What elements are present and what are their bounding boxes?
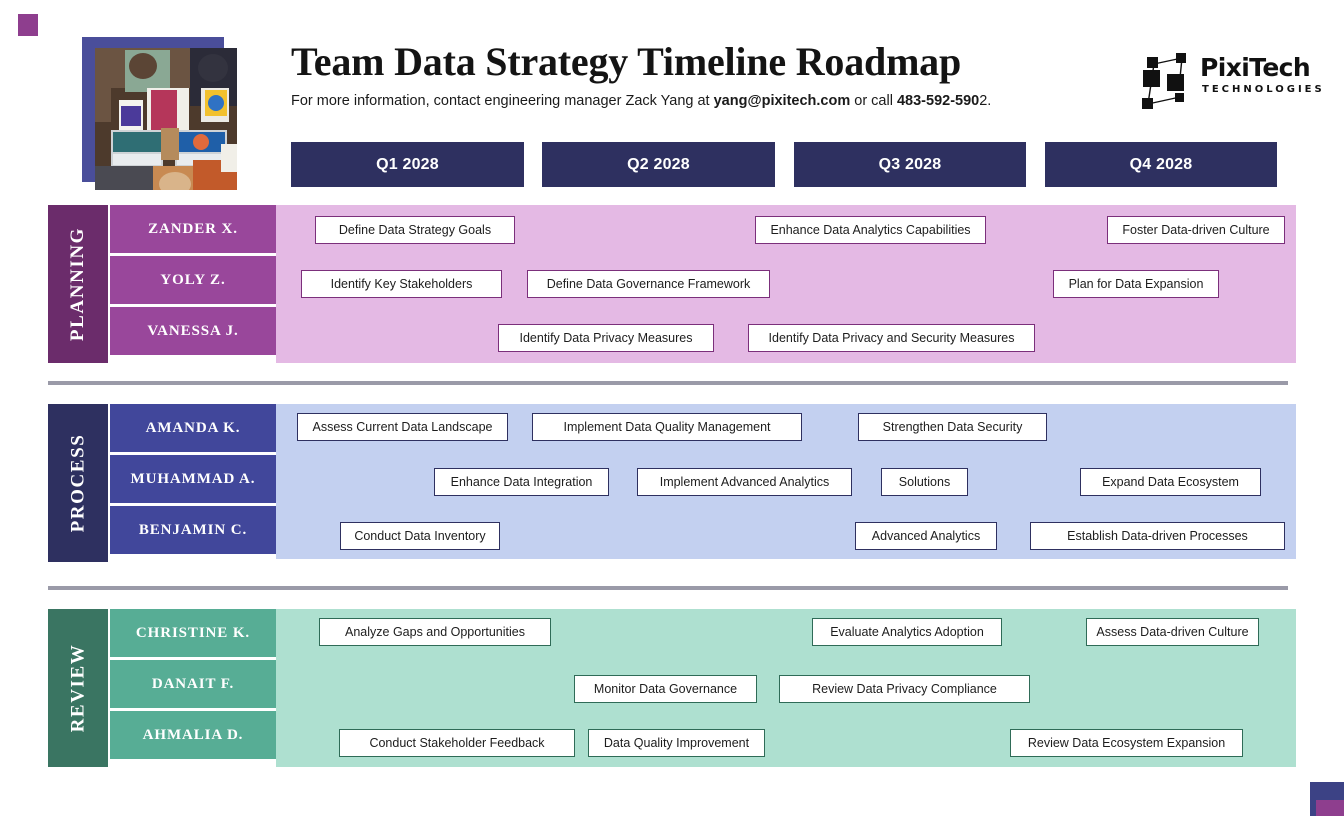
member-name-cell[interactable]: DANAIT F. xyxy=(110,660,276,708)
member-name-cell[interactable]: BENJAMIN C. xyxy=(110,506,276,554)
member-name-cell[interactable]: CHRISTINE K. xyxy=(110,609,276,657)
task-bar[interactable]: Assess Current Data Landscape xyxy=(297,413,508,441)
section-label-review: REVIEW xyxy=(48,609,108,767)
task-bar[interactable]: Define Data Strategy Goals xyxy=(315,216,515,244)
swimlane-section-process: PROCESS AMANDA K.MUHAMMAD A.BENJAMIN C. As… xyxy=(48,404,1296,562)
task-bar[interactable]: Implement Data Quality Management xyxy=(532,413,802,441)
page-title: Team Data Strategy Timeline Roadmap xyxy=(291,39,962,84)
quarter-header-2[interactable]: Q2 2028 xyxy=(542,142,775,187)
quarter-header-4[interactable]: Q4 2028 xyxy=(1045,142,1277,187)
task-bar[interactable]: Enhance Data Integration xyxy=(434,468,609,496)
section-label-text: PLANNING xyxy=(67,226,89,342)
task-bar[interactable]: Identify Data Privacy and Security Measu… xyxy=(748,324,1035,352)
task-bar[interactable]: Establish Data-driven Processes xyxy=(1030,522,1285,550)
contact-subtitle: For more information, contact engineerin… xyxy=(291,92,1151,110)
task-bar[interactable]: Analyze Gaps and Opportunities xyxy=(319,618,551,646)
task-bar[interactable]: Identify Data Privacy Measures xyxy=(498,324,714,352)
member-name-column: AMANDA K.MUHAMMAD A.BENJAMIN C. xyxy=(110,404,276,554)
subtitle-text-pre: For more information, contact engineerin… xyxy=(291,93,714,109)
task-bar[interactable]: Identify Key Stakeholders xyxy=(301,270,502,298)
section-divider-2 xyxy=(48,586,1288,590)
section-divider-1 xyxy=(48,381,1288,385)
task-bar[interactable]: Plan for Data Expansion xyxy=(1053,270,1219,298)
subtitle-text-post: 2. xyxy=(979,93,992,109)
task-bar[interactable]: Data Quality Improvement xyxy=(588,729,765,757)
logo-wordmark: PixiTech xyxy=(1200,53,1311,82)
section-label-text: REVIEW xyxy=(67,643,89,733)
contact-phone: 483-592-590 xyxy=(896,93,980,109)
member-name-cell[interactable]: ZANDER X. xyxy=(110,205,276,253)
company-logo: PixiTech TECHNOLOGIES xyxy=(1140,50,1322,112)
task-bar[interactable]: Monitor Data Governance xyxy=(574,675,757,703)
section-label-text: PROCESS xyxy=(67,433,88,533)
task-bar[interactable]: Review Data Privacy Compliance xyxy=(779,675,1030,703)
task-bar[interactable]: Enhance Data Analytics Capabilities xyxy=(755,216,986,244)
task-bar[interactable]: Implement Advanced Analytics xyxy=(637,468,852,496)
task-bar[interactable]: Strengthen Data Security xyxy=(858,413,1047,441)
swimlane-section-planning: PLANNING ZANDER X.YOLY Z.VANESSA J. Define… xyxy=(48,205,1296,363)
task-bar[interactable]: Solutions xyxy=(881,468,968,496)
accent-square-top-left xyxy=(18,14,38,36)
member-name-cell[interactable]: VANESSA J. xyxy=(110,307,276,355)
team-photo xyxy=(95,48,237,190)
subtitle-text-mid: or call xyxy=(850,93,897,109)
contact-email: yang@pixitech.com xyxy=(713,93,851,109)
member-name-cell[interactable]: YOLY Z. xyxy=(110,256,276,304)
task-bar[interactable]: Define Data Governance Framework xyxy=(527,270,770,298)
member-name-column: ZANDER X.YOLY Z.VANESSA J. xyxy=(110,205,276,355)
task-bar[interactable]: Conduct Stakeholder Feedback xyxy=(339,729,575,757)
task-bar[interactable]: Assess Data-driven Culture xyxy=(1086,618,1259,646)
quarter-header-3[interactable]: Q3 2028 xyxy=(794,142,1026,187)
task-bar[interactable]: Evaluate Analytics Adoption xyxy=(812,618,1002,646)
member-name-cell[interactable]: AHMALIA D. xyxy=(110,711,276,759)
swimlane-section-review: REVIEW CHRISTINE K.DANAIT F.AHMALIA D. Ana… xyxy=(48,609,1296,767)
task-bar[interactable]: Conduct Data Inventory xyxy=(340,522,500,550)
member-name-column: CHRISTINE K.DANAIT F.AHMALIA D. xyxy=(110,609,276,759)
member-name-cell[interactable]: MUHAMMAD A. xyxy=(110,455,276,503)
task-bar[interactable]: Foster Data-driven Culture xyxy=(1107,216,1285,244)
pixitech-logo-icon xyxy=(1142,53,1186,109)
section-label-process: PROCESS xyxy=(48,404,108,562)
logo-tagline: TECHNOLOGIES xyxy=(1202,84,1325,95)
task-bar[interactable]: Advanced Analytics xyxy=(855,522,997,550)
task-bar[interactable]: Expand Data Ecosystem xyxy=(1080,468,1261,496)
accent-square-bottom-right-purple xyxy=(1316,800,1344,816)
member-name-cell[interactable]: AMANDA K. xyxy=(110,404,276,452)
section-label-planning: PLANNING xyxy=(48,205,108,363)
task-bar[interactable]: Review Data Ecosystem Expansion xyxy=(1010,729,1243,757)
quarter-header-1[interactable]: Q1 2028 xyxy=(291,142,524,187)
